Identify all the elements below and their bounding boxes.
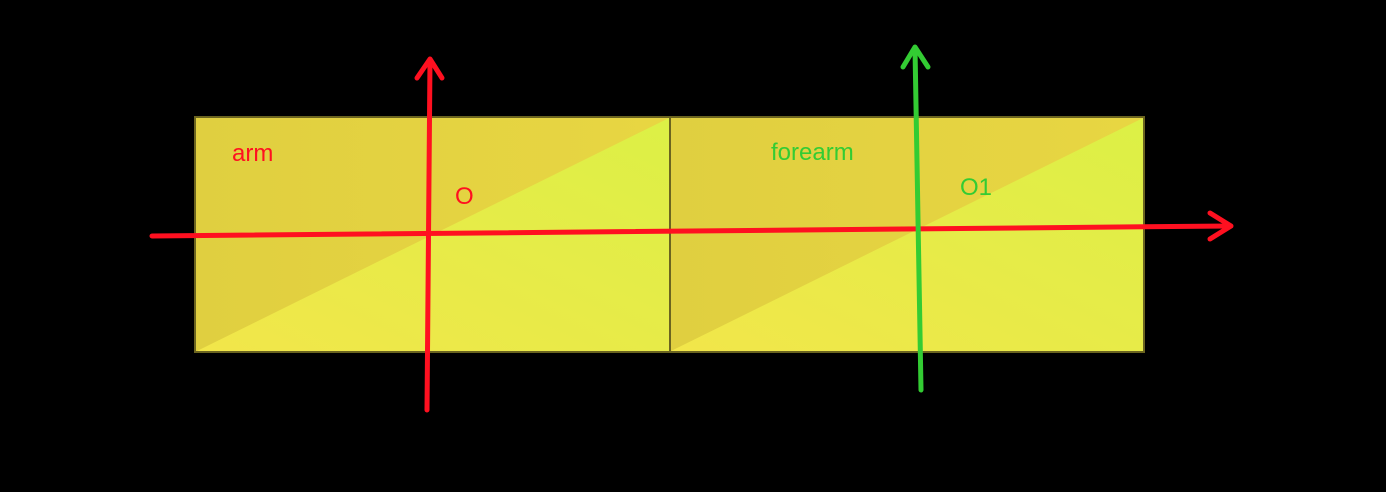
origin-label: O bbox=[455, 183, 474, 210]
origin1-label: O1 bbox=[960, 174, 992, 201]
forearm-y-axis-arrow bbox=[900, 44, 931, 393]
forearm-block bbox=[669, 116, 1145, 353]
forearm-label: forearm bbox=[771, 139, 854, 166]
arm-y-axis-arrow bbox=[414, 56, 445, 413]
x-axis-arrow bbox=[149, 210, 1234, 242]
arm-label: arm bbox=[232, 140, 273, 167]
